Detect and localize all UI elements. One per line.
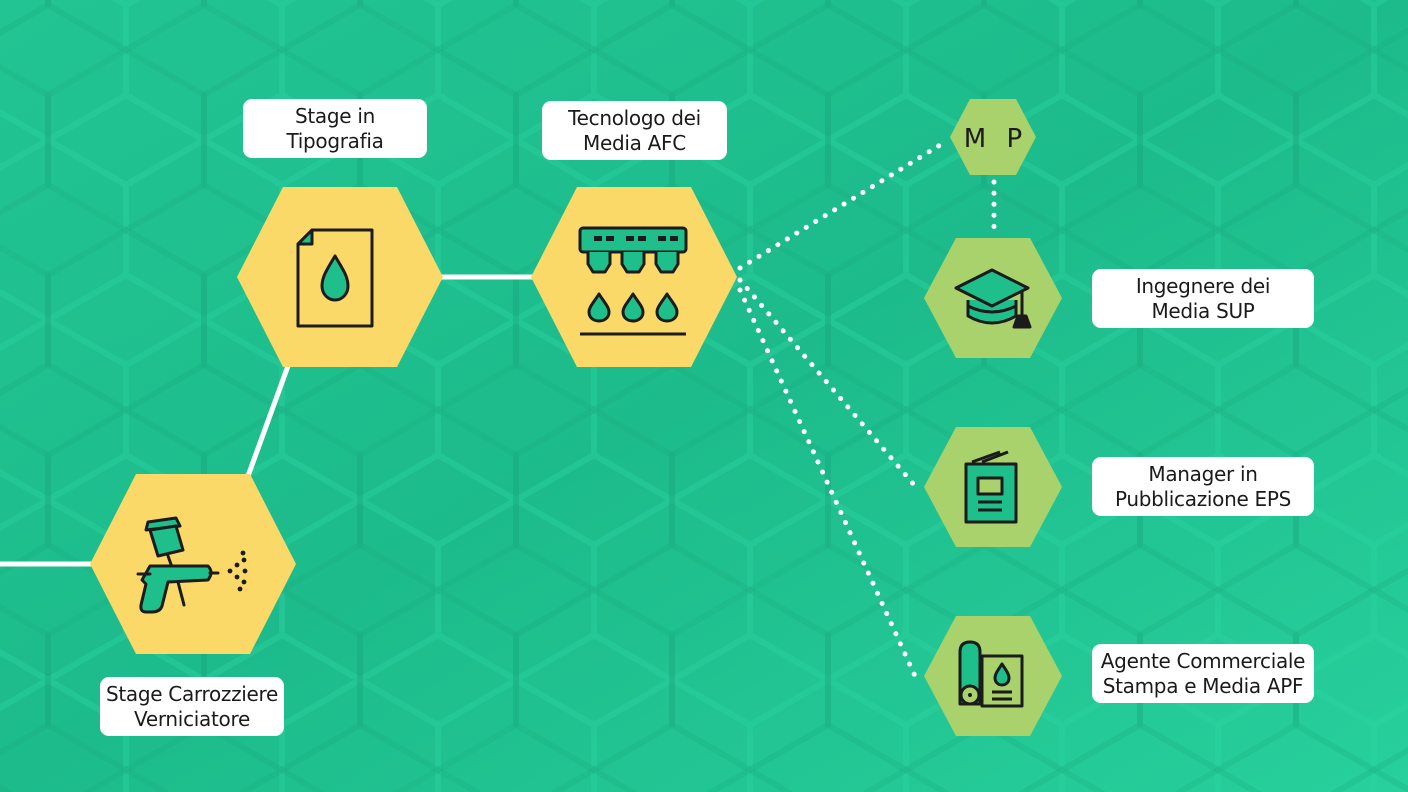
label-tecnologo: Tecnologo dei Media AFC: [542, 101, 727, 160]
node-stage-tipografia[interactable]: [237, 187, 443, 367]
dotted-connectors: [737, 139, 997, 679]
book-icon: [964, 450, 1018, 524]
paper-roll-icon: [958, 640, 1024, 708]
label-ingegnere: Ingegnere dei Media SUP: [1092, 269, 1314, 328]
label-stage-carrozziere: Stage Carrozziere Verniciatore: [100, 677, 284, 736]
label-manager: Manager in Pubblicazione EPS: [1092, 457, 1314, 516]
node-ingegnere[interactable]: [924, 238, 1062, 358]
document-drop-icon: [296, 228, 374, 328]
label-line: Tipografia: [286, 128, 384, 153]
mp-label: M P: [964, 124, 1028, 154]
hexagon-mp: [950, 99, 1036, 175]
hexagon-stage-carrozziere: [90, 474, 296, 654]
hexagon-agente: [924, 616, 1062, 736]
label-line: Agente Commerciale: [1100, 648, 1306, 673]
connector-tecnologo-agente: [737, 287, 918, 679]
label-line: Media SUP: [1151, 298, 1255, 323]
label-line: Stage Carrozziere: [105, 681, 279, 706]
label-line: Pubblicazione EPS: [1114, 486, 1292, 511]
label-line: Tecnologo dei: [568, 105, 701, 130]
node-manager[interactable]: [924, 427, 1062, 547]
solid-connectors: [0, 274, 533, 567]
graduation-cap-icon: [954, 268, 1032, 329]
node-mp[interactable]: M P: [950, 99, 1036, 175]
label-agente: Agente Commerciale Stampa e Media APF: [1092, 644, 1314, 703]
connector-carrozziere-tipografia: [245, 365, 291, 477]
node-tecnologo[interactable]: [531, 187, 737, 367]
connector-tecnologo-manager: [737, 277, 918, 489]
label-line: Manager in: [1148, 461, 1258, 486]
label-line: Stampa e Media APF: [1102, 673, 1304, 698]
connector-tecnologo-mp: [737, 139, 948, 271]
label-line: Verniciatore: [134, 706, 250, 731]
printhead-icon: [578, 226, 688, 336]
label-line: Stage in: [295, 103, 375, 128]
node-stage-carrozziere[interactable]: [90, 474, 296, 654]
spray-gun-icon: [136, 516, 248, 614]
label-stage-tipografia: Stage in Tipografia: [243, 99, 427, 158]
label-line: Ingegnere dei: [1135, 273, 1271, 298]
hexagon-tecnologo: [531, 187, 737, 367]
label-line: Media AFC: [583, 130, 686, 155]
node-agente[interactable]: [924, 616, 1062, 736]
